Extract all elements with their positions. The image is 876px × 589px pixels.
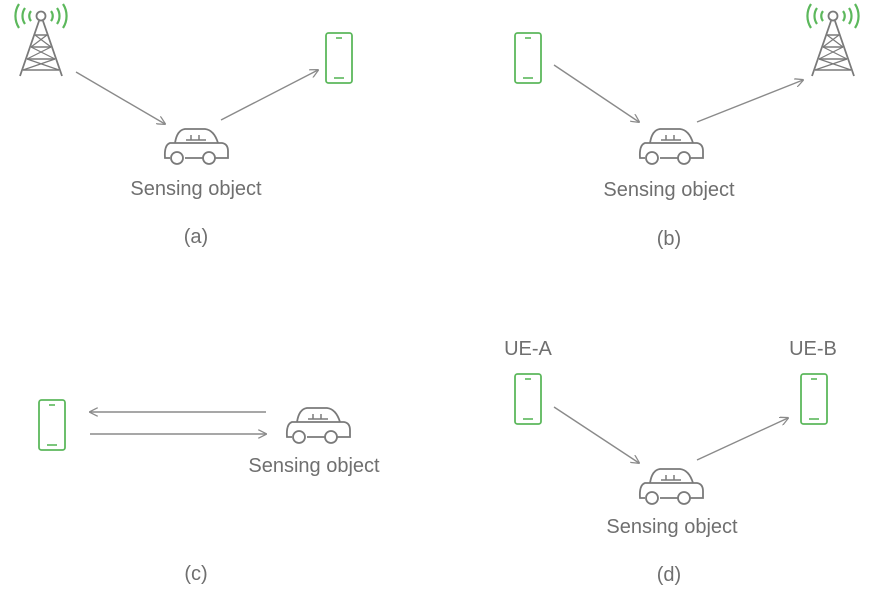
panel-a	[14, 2, 353, 165]
panel-d	[514, 373, 828, 505]
sensing-object-label: Sensing object	[603, 179, 735, 201]
phone-icon	[325, 32, 353, 84]
base-station-tower-icon	[806, 2, 860, 78]
phone-icon	[514, 373, 542, 425]
reflection-arrow	[696, 418, 788, 461]
sensing-object-label: Sensing object	[130, 178, 262, 200]
ue-b-label: UE-B	[789, 338, 837, 360]
car-icon	[285, 407, 351, 444]
caption-d: (d)	[656, 564, 682, 586]
caption-a: (a)	[183, 226, 209, 248]
signal-arrow	[75, 71, 165, 124]
reflection-arrow	[696, 80, 803, 123]
car-icon	[163, 128, 229, 165]
sensing-object-label: Sensing object	[248, 455, 380, 477]
sensing-object-label: Sensing object	[606, 516, 738, 538]
caption-b: (b)	[656, 228, 682, 250]
signal-arrow	[553, 64, 639, 122]
car-icon	[638, 468, 704, 505]
ue-a-label: UE-A	[504, 338, 552, 360]
signal-arrow	[553, 406, 639, 463]
caption-c: (c)	[184, 563, 208, 585]
panel-c	[38, 399, 351, 451]
phone-icon	[38, 399, 66, 451]
reflection-arrow	[220, 70, 318, 121]
phone-icon	[514, 32, 542, 84]
car-icon	[638, 128, 704, 165]
base-station-tower-icon	[14, 2, 68, 78]
phone-icon	[800, 373, 828, 425]
panel-b	[514, 2, 860, 165]
